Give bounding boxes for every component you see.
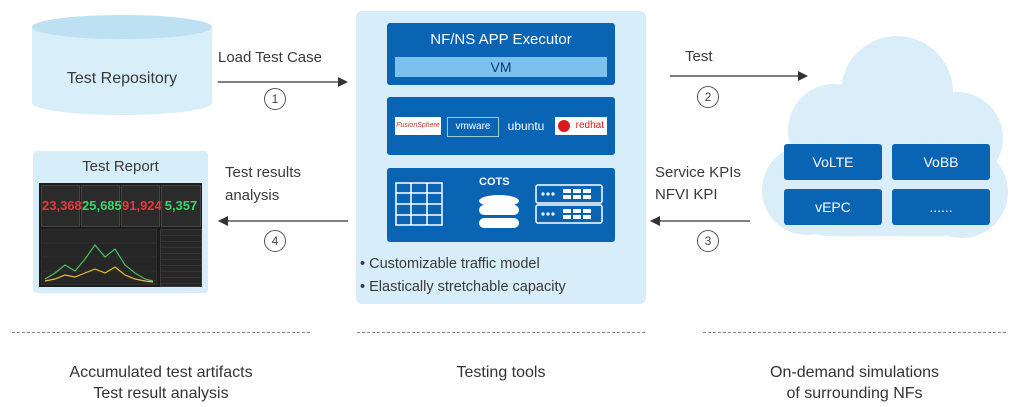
arrow3-label-line1: Service KPIs (655, 164, 741, 181)
arrow1-arrow (218, 77, 348, 87)
arrow2-arrow (670, 71, 808, 81)
kpi-tile-1: 23,368 (41, 185, 82, 227)
report-line-chart (41, 229, 157, 285)
vmware-logo: vmware (447, 117, 499, 137)
arrow4-arrow (218, 216, 348, 226)
executor-block: NF/NS APP Executor VM (387, 23, 615, 85)
kpi-value-2: 25,685 (82, 198, 122, 213)
fusionsphere-logo: FusionSphere (395, 117, 441, 135)
separator-center (357, 332, 645, 333)
footer-right-line2: of surrounding NFs (786, 385, 923, 402)
step-3-badge: 3 (697, 230, 719, 252)
bullet-capacity: • Elastically stretchable capacity (360, 279, 566, 295)
ubuntu-logo: ubuntu (507, 119, 545, 133)
service-more: ...... (892, 189, 990, 225)
switch-icon (535, 184, 603, 224)
test-repository: Test Repository (32, 15, 212, 115)
kpi-value-1: 23,368 (42, 198, 82, 213)
step-1-badge: 1 (264, 88, 286, 110)
kpi-tile-3: 91,924 (121, 185, 162, 227)
kpi-value-3: 91,924 (122, 198, 162, 213)
footer-left-line2: Test result analysis (93, 385, 229, 402)
server-rack-icon (395, 182, 443, 226)
database-cylinder-icon (32, 15, 212, 115)
arrow4-label-line2: analysis (225, 187, 280, 204)
footer-center: Testing tools (456, 364, 546, 381)
service-volte: VoLTE (784, 144, 882, 180)
footer-right-line1: On-demand simulations (770, 364, 939, 381)
repository-label: Test Repository (66, 70, 178, 87)
report-side-table (160, 229, 202, 287)
hardware-block: COTS (387, 168, 615, 242)
step-4-badge: 4 (264, 230, 286, 252)
separator-left (12, 332, 310, 333)
separator-right (703, 332, 1006, 333)
cots-label: COTS (479, 176, 510, 188)
service-vobb: VoBB (892, 144, 990, 180)
vm-bar: VM (395, 57, 607, 77)
report-dashboard: 23,368 25,685 91,924 5,357 (39, 183, 202, 287)
bullet-traffic-model: • Customizable traffic model (360, 256, 540, 272)
platforms-block: FusionSphere vmware ubuntu redhat (387, 97, 615, 155)
footer-left-line1: Accumulated test artifacts (69, 364, 253, 381)
step-2-badge: 2 (697, 86, 719, 108)
test-report-card: Test Report 23,368 25,685 91,924 5,357 (33, 151, 208, 293)
arrow3-label-line2: NFVI KPI (655, 186, 718, 203)
arrow3-arrow (650, 216, 750, 226)
kpi-tile-4: 5,357 (161, 185, 201, 227)
arrow4-label-line1: Test results (225, 164, 301, 181)
report-title: Test Report (82, 158, 159, 175)
service-vepc: vEPC (784, 189, 882, 225)
arrow2-label: Test (685, 48, 713, 65)
executor-title: NF/NS APP Executor (430, 31, 572, 48)
storage-disk-icon (479, 195, 519, 228)
arrow1-label: Load Test Case (218, 49, 322, 66)
redhat-logo: redhat (555, 117, 607, 135)
kpi-tile-2: 25,685 (81, 185, 122, 227)
kpi-value-4: 5,357 (164, 198, 198, 213)
redhat-hat-icon (558, 120, 570, 132)
